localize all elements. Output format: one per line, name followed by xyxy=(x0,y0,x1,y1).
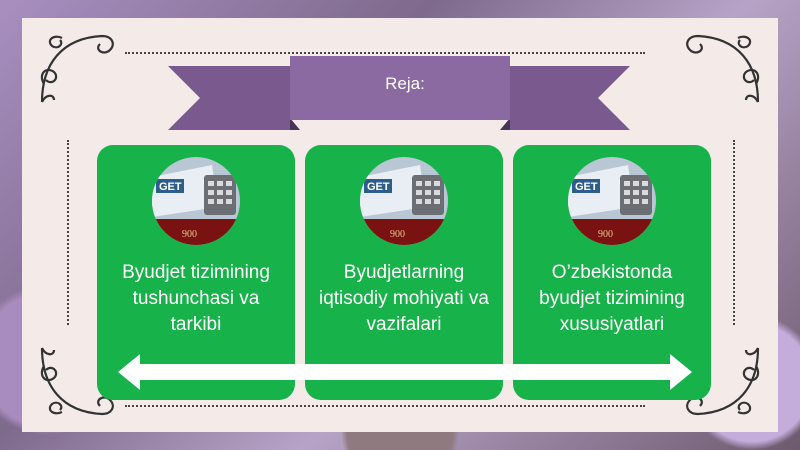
topic-card-label: Byudjet tizimining tushunchasi va tarkib… xyxy=(122,262,270,335)
image-caption: 900 xyxy=(182,229,197,240)
left-dotted-line xyxy=(67,140,69,325)
slide-title: Reja: xyxy=(385,74,425,93)
right-dotted-line xyxy=(733,140,735,325)
swirl-ornament-bottom-left xyxy=(40,347,114,416)
image-text: GET xyxy=(159,181,182,193)
image-caption: 900 xyxy=(390,229,405,240)
budget-calculator-image: GET 900 xyxy=(360,157,448,245)
top-dotted-line xyxy=(125,52,645,54)
topic-card-3: GET 900 O’zbekistonda byudjet tizimining… xyxy=(513,145,711,400)
topic-card-1: GET 900 Byudjet tizimining tushunchasi v… xyxy=(97,145,295,400)
topic-card-2: GET 900 Byudjetlarning iqtisodiy mohiyat… xyxy=(305,145,503,400)
image-text: GET xyxy=(367,181,390,193)
swirl-ornament-top-left xyxy=(40,34,114,103)
topic-card-label: Byudjetlarning iqtisodiy mohiyati va vaz… xyxy=(318,262,490,335)
image-text: GET xyxy=(575,181,598,193)
budget-calculator-image: GET 900 xyxy=(568,157,656,245)
bottom-dotted-line xyxy=(125,405,645,407)
image-caption: 900 xyxy=(598,229,613,240)
budget-calculator-image: GET 900 xyxy=(152,157,240,245)
double-arrow xyxy=(118,354,692,390)
swirl-ornament-top-right xyxy=(686,34,760,103)
topic-card-label: O’zbekistonda byudjet tizimining xususiy… xyxy=(539,262,685,335)
